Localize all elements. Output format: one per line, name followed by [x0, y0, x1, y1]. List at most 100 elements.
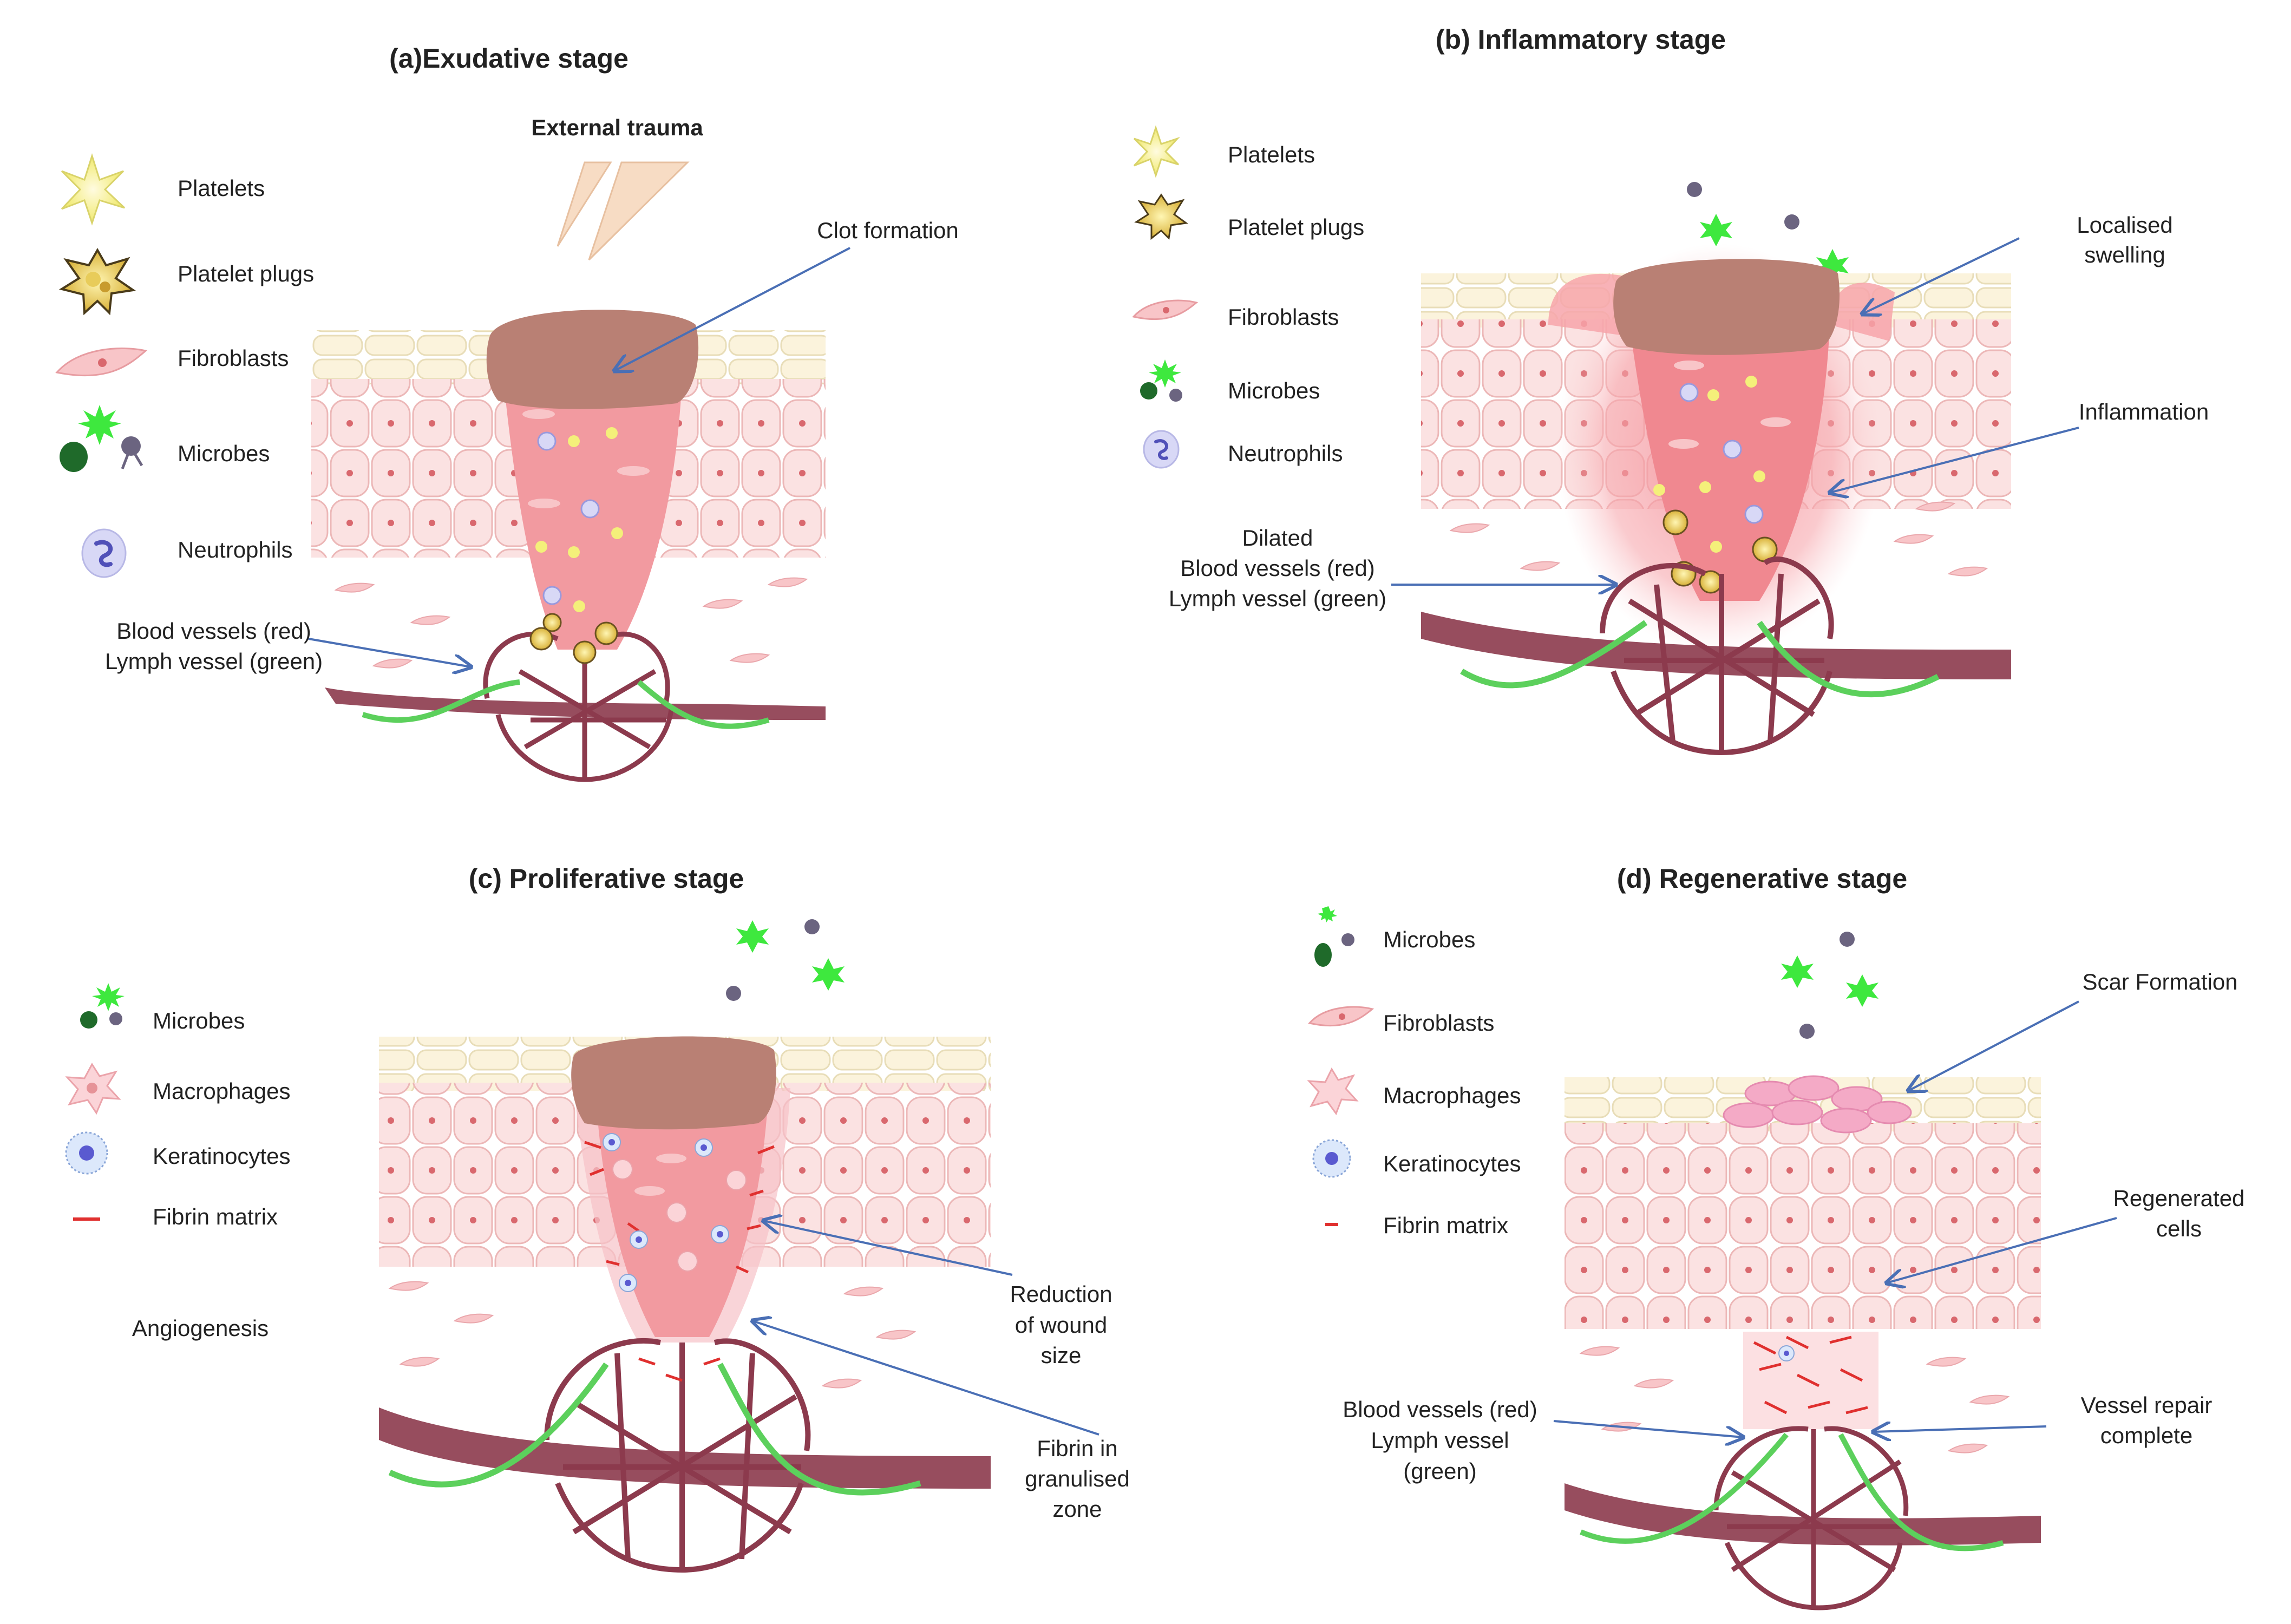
vessels-d-line3: (green) [1403, 1458, 1476, 1484]
microbes-icon [80, 983, 125, 1029]
legend-c-microbes: Microbes [153, 1008, 245, 1033]
trauma-shard-left [557, 161, 612, 247]
microbes-icon [1140, 359, 1182, 402]
legend-d: Microbes Fibroblasts Macrophages Keratin… [1307, 906, 1521, 1238]
vessels-d-line2: Lymph vessel [1371, 1427, 1509, 1453]
fibroblast-icon [1308, 1006, 1374, 1027]
legend-a-platelets: Platelets [178, 175, 265, 201]
regen-arrow [1887, 1217, 2117, 1283]
panel-a-title: (a)Exudative stage [389, 43, 629, 74]
legend-b-platelet-plugs: Platelet plugs [1228, 214, 1364, 240]
regen-line2: cells [2156, 1216, 2202, 1241]
reduction-line3: size [1041, 1343, 1082, 1368]
legend-d-keratinocytes: Keratinocytes [1383, 1151, 1521, 1176]
vessels-c [379, 1338, 991, 1573]
vessels-d-line1: Blood vessels (red) [1343, 1397, 1537, 1422]
fibrin-zone-d [1743, 1332, 1878, 1429]
legend-c-fibrin-matrix: Fibrin matrix [153, 1204, 278, 1229]
legend-a-fibroblasts: Fibroblasts [178, 345, 289, 371]
scab-b [1613, 259, 1840, 355]
keratinocyte-icon [65, 1131, 108, 1175]
legend-c-macrophages: Macrophages [153, 1078, 290, 1104]
swelling-left [1548, 273, 1624, 336]
vessels-a-line2: Lymph vessel (green) [105, 649, 323, 674]
vessels-d [1565, 1426, 2041, 1610]
macrophage-icon [1307, 1067, 1359, 1116]
swelling-arrow [1862, 237, 2020, 314]
legend-b-neutrophils: Neutrophils [1228, 441, 1343, 466]
floating-microbes-b [1687, 182, 1849, 281]
macrophage-icon [65, 1063, 121, 1115]
legend-a-microbes: Microbes [178, 441, 270, 466]
vessels-a-line1: Blood vessels (red) [116, 618, 311, 644]
legend-b: Platelets Platelet plugs Fibroblasts Mic… [1132, 125, 1364, 469]
inflammation-arrow [1830, 427, 2079, 493]
panel-b-title: (b) Inflammatory stage [1436, 24, 1726, 55]
inflammation-label: Inflammation [2079, 399, 2209, 424]
panel-regenerative: (d) Regenerative stage Microbes Fibrobla… [1307, 863, 2245, 1610]
clot-formation-label: Clot formation [817, 218, 958, 243]
keratinocyte-icon [1312, 1139, 1351, 1178]
legend-d-microbes: Microbes [1383, 927, 1475, 952]
scab-a [486, 310, 699, 409]
reduction-line2: of wound [1015, 1312, 1107, 1338]
legend-c: Microbes Macrophages Keratinocytes Fibri… [65, 983, 290, 1341]
angiogenesis-label: Angiogenesis [132, 1315, 269, 1341]
trauma-shard-right [588, 161, 690, 261]
floating-microbes-d [1781, 932, 1878, 1039]
legend-a: Platelets Platelet plugs Fibroblasts Mic… [55, 153, 314, 578]
repair-arrow [1873, 1426, 2047, 1432]
scab-c [571, 1036, 776, 1130]
legend-b-microbes: Microbes [1228, 378, 1320, 403]
swelling-line2: swelling [2084, 242, 2165, 267]
regen-line1: Regenerated [2113, 1186, 2245, 1211]
reduction-arrow [763, 1221, 1013, 1276]
fibrin-line3: zone [1052, 1496, 1102, 1522]
platelet-plug-icon [1134, 193, 1188, 240]
microbes-icon [60, 405, 143, 472]
legend-a-platelet-plugs: Platelet plugs [178, 261, 314, 286]
panel-exudative: (a)Exudative stage Platelets Platelet pl… [55, 43, 959, 782]
repair-line2: complete [2100, 1423, 2192, 1448]
legend-a-neutrophils: Neutrophils [178, 537, 292, 562]
microbes-icon [1314, 906, 1354, 967]
platelet-plug-icon [58, 247, 136, 316]
vessels-d-arrow [1553, 1420, 1743, 1437]
vessels-a [325, 613, 826, 782]
scar-arrow [1908, 1000, 2079, 1091]
legend-d-fibrin-matrix: Fibrin matrix [1383, 1213, 1508, 1238]
wound-cells-a [522, 409, 650, 612]
fibroblast-icon [55, 348, 148, 377]
scar-label: Scar Formation [2082, 969, 2237, 994]
swelling-line1: Localised [2077, 212, 2172, 238]
dilated-line1: Dilated [1242, 525, 1313, 551]
legend-d-fibroblasts: Fibroblasts [1383, 1010, 1494, 1036]
neutrophil-icon [1143, 430, 1180, 469]
neutrophil-icon [81, 528, 127, 578]
external-trauma-label: External trauma [531, 115, 703, 140]
repair-line1: Vessel repair [2081, 1392, 2213, 1418]
dilated-line2: Blood vessels (red) [1180, 555, 1374, 581]
platelet-icon [61, 153, 126, 226]
vessels-a-arrow [308, 638, 471, 667]
fibrin-line1: Fibrin in [1037, 1436, 1117, 1461]
legend-c-keratinocytes: Keratinocytes [153, 1143, 290, 1169]
panel-d-title: (d) Regenerative stage [1617, 863, 1907, 894]
fibrin-line2: granulised [1025, 1466, 1130, 1491]
reduction-line1: Reduction [1010, 1281, 1112, 1307]
legend-b-fibroblasts: Fibroblasts [1228, 304, 1339, 330]
panel-inflammatory: (b) Inflammatory stage Platelets Platele… [1132, 24, 2209, 756]
floating-microbes-c [726, 919, 845, 1001]
panel-c-title: (c) Proliferative stage [469, 863, 744, 894]
legend-b-platelets: Platelets [1228, 142, 1315, 167]
fibrin-arrow [752, 1321, 1099, 1436]
fibroblast-icon [1132, 299, 1199, 320]
platelet-icon [1133, 125, 1181, 178]
clot-formation-arrow [614, 247, 850, 371]
legend-d-macrophages: Macrophages [1383, 1083, 1521, 1108]
dilated-line3: Lymph vessel (green) [1169, 586, 1386, 611]
vessels-b [1421, 556, 2011, 756]
scar-tissue [1723, 1075, 1912, 1134]
panel-proliferative: (c) Proliferative stage Microbes Macroph… [65, 863, 1130, 1573]
